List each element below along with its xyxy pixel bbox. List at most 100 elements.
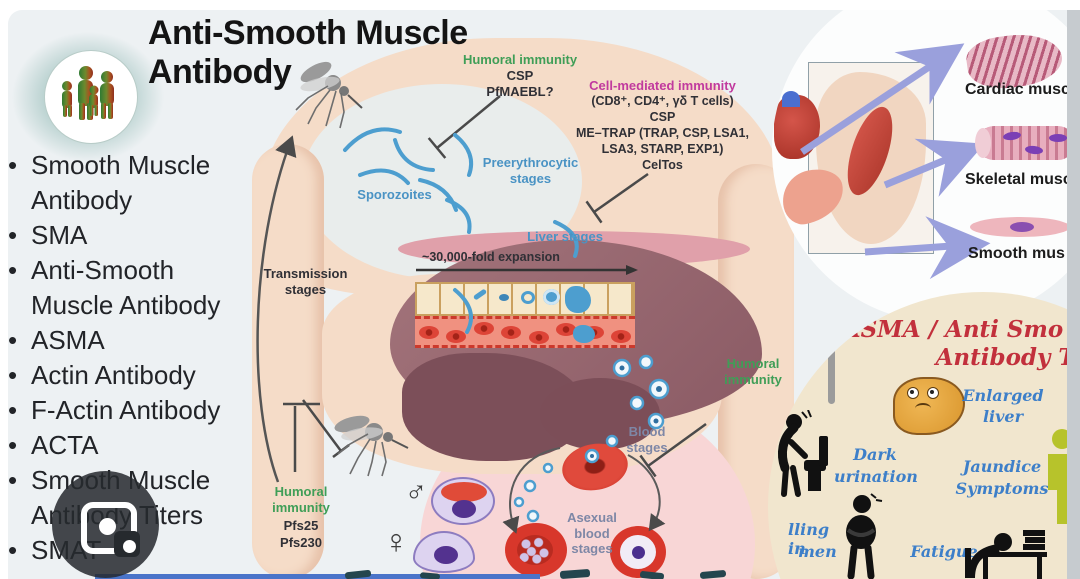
liver-right-lobe [540,378,660,450]
liver-frown [915,403,931,414]
skeletal-end-cap [975,128,991,158]
paint-drip-bar [828,340,835,404]
hepatocyte-strip [415,282,635,316]
asma-test-title-line2: Antibody Tes [935,344,1080,371]
bottom-blue-bar [95,574,540,579]
rbc-ring-stage [610,526,666,578]
red-blood-cell [419,325,439,339]
label-humoral-immunity-right: Humoral immunity [724,356,782,387]
ring-stage-nucleus [632,546,645,559]
family-figures [62,66,114,120]
smooth-muscle-label: Smooth mus [968,245,1065,262]
muscle-arrow-lines [800,43,991,280]
label-humoral-immunity-top: Humoral immunity [462,52,578,67]
liver-illustration [390,228,765,473]
synonym-text: ACTA [31,430,99,460]
synonym-item: Smooth Muscle Antibody [4,148,242,218]
family-silhouette-icon [62,66,114,120]
synonym-text: Actin Antibody [31,360,196,390]
label-csp-top: CSP [506,68,534,83]
asma-test-title-line1: ASMA / Anti Smo [842,316,1064,343]
fatigue-label: Fatigue [910,542,978,561]
skeletal-nucleus [1024,145,1044,155]
page-title: Anti-Smooth Muscle Antibody [148,14,468,91]
lens-corner-dot [123,540,136,553]
heart-aorta [782,91,800,107]
red-blood-cell [610,329,631,343]
label-pfs25: Pfs25 [283,518,319,533]
right-edge-strip [1067,0,1080,579]
label-cell-mediated-title: Cell-mediated immunity [589,78,736,93]
frame-left [0,0,8,579]
paint-drip-bar [798,340,806,386]
smooth-muscle-image [970,217,1070,237]
label-sporozoites: Sporozoites [357,187,432,202]
red-blood-cell [473,321,494,335]
synonym-item: Actin Antibody [4,358,242,393]
male-gametocyte [431,477,495,525]
parasite-stage-mark [472,288,488,301]
label-humoral-immunity-bottom: Humoral immunity [272,484,330,515]
frame-top [0,0,1080,10]
label-pfs230: Pfs230 [280,535,322,550]
label-preerythrocytic: Preerythrocytic stages [482,155,579,186]
label-cell-mediated-4: LSA3, STARP, EXP1) [601,142,724,156]
swelling-label-frag1: lling in [788,520,830,558]
synonym-item: ASMA [4,323,242,358]
female-symbol: ♀ [383,523,409,561]
cardiac-muscle-label: Cardiac muscle [965,81,1080,98]
label-cell-mediated-3: ME–TRAP (TRAP, CSP, LSA1, [576,126,749,140]
merozoite-dots [517,535,553,565]
synonym-text: F-Actin Antibody [31,395,221,425]
label-celtos: CelTos [642,158,683,172]
skeletal-nucleus [1049,134,1067,142]
synonym-text: Anti-Smooth Muscle Antibody [31,255,221,320]
red-blood-cell [501,325,522,339]
synonym-item: ACTA [4,428,242,463]
skeletal-nucleus [1002,130,1022,142]
lens-center-dot [99,518,116,535]
enlarged-liver-label: Enlarged liver [962,386,1044,426]
cutoff-script-mark [639,570,665,579]
liver-pupil [930,390,934,394]
fatigued-at-desk-icon [965,530,1047,579]
female-gametocyte-nucleus [434,546,458,564]
rbc-merozoite-cluster [505,523,567,577]
cutoff-script-mark [419,572,441,579]
muscle-types-inset: Cardiac muscle Skeletal muscle c Smooth … [772,0,1080,323]
smooth-nucleus [1010,222,1034,232]
synonym-text: ASMA [31,325,105,355]
synonym-text: Smooth Muscle Antibody [31,150,211,215]
skeletal-muscle-label: Skeletal muscle c [965,171,1080,188]
male-symbol: ♂ [404,475,428,508]
parasite-stage-mark [499,294,509,301]
label-transmission: Transmission stages [263,266,348,297]
synonym-item: Anti-Smooth Muscle Antibody [4,253,242,323]
liver-blood-vessel [415,316,635,348]
asma-symptoms-inset: ASMA / Anti Smo Antibody Tes Enlarged li… [768,292,1080,579]
label-pfmaebl: PfMAEBL? [486,84,554,99]
synonym-item: F-Actin Antibody [4,393,242,428]
abdominal-pain-person-icon [846,493,883,579]
synonym-item: SMA [4,218,242,253]
male-gametocyte-nucleus [452,500,476,518]
female-gametocyte [413,531,475,573]
swelling-label-frag2: men [798,542,837,561]
google-lens-camera-icon [81,502,140,557]
label-liver-stages: Liver stages [527,229,603,244]
label-cell-mediated-2: CSP [649,110,676,124]
male-gametocyte-red [441,482,487,502]
liver-pupil [910,390,914,394]
jaundice-symptoms-label: Jaundice Symptoms [955,457,1049,498]
parasite-stage-mark [543,289,560,305]
synonym-text: SMA [31,220,88,250]
skeletal-muscle-image [975,126,1075,160]
parasite-stage-mark [521,291,535,304]
label-asexual-blood-stages: Asexual blood stages [567,510,617,557]
google-lens-button[interactable] [52,471,159,578]
red-blood-cell [446,329,467,343]
label-blood-stages: Blood stages [626,424,668,455]
parasite-cluster [573,325,595,343]
red-blood-cell [528,330,549,344]
